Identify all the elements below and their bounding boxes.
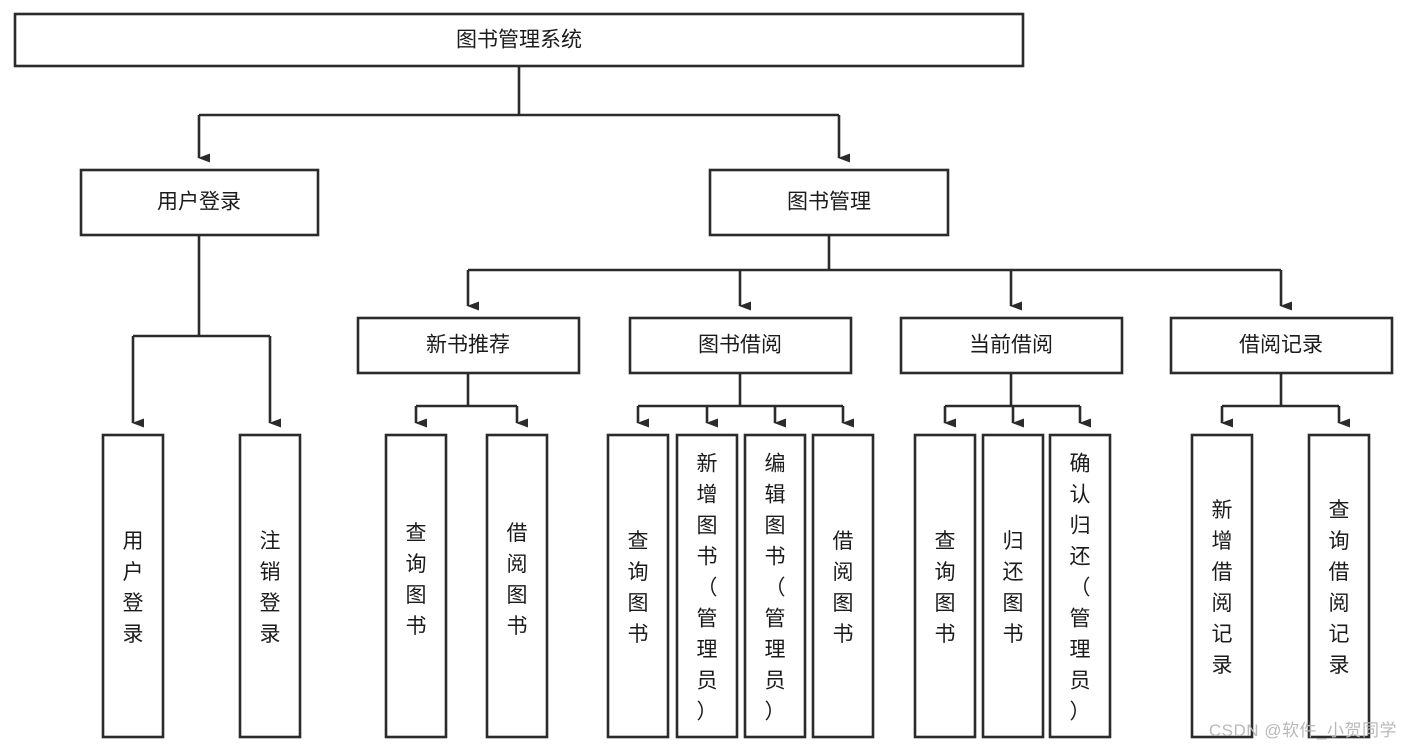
node-leaf-user-login-box[interactable] — [101, 433, 165, 739]
node-leaf-borrow-book[interactable]: 借阅图书 — [811, 433, 875, 739]
node-leaf-borrow-book-rec[interactable]: 借阅图书 — [485, 433, 549, 739]
node-user-login-box[interactable] — [79, 168, 320, 237]
node-leaf-logout-login-box[interactable] — [238, 433, 302, 739]
node-leaf-add-book[interactable]: 新增图书（管理员） — [675, 433, 739, 739]
node-root-box[interactable] — [13, 12, 1025, 68]
node-leaf-return-book-label: 归还图书 — [1003, 530, 1024, 646]
node-book-borrow-box[interactable] — [628, 316, 853, 375]
node-leaf-add-borrow-record-box[interactable] — [1190, 433, 1254, 739]
node-leaf-edit-book-label: 编辑图书（管理员） — [765, 453, 786, 724]
node-leaf-add-borrow-record-label: 新增借阅记录 — [1212, 499, 1233, 677]
node-leaf-query-book-borrow[interactable]: 查询图书 — [606, 433, 670, 739]
node-leaf-query-book-cur[interactable]: 查询图书 — [913, 433, 977, 739]
node-leaf-confirm-return-label: 确认归还（管理员） — [1070, 453, 1091, 724]
node-root[interactable]: 图书管理系统 — [13, 12, 1025, 68]
node-borrow-record-label: 借阅记录 — [1239, 334, 1323, 357]
node-leaf-user-login[interactable]: 用户登录 — [101, 433, 165, 739]
node-leaf-return-book-box[interactable] — [981, 433, 1045, 739]
node-current-borrow-box[interactable] — [899, 316, 1124, 375]
node-borrow-record[interactable]: 借阅记录 — [1169, 316, 1394, 375]
node-leaf-borrow-book-label: 借阅图书 — [833, 530, 854, 646]
node-borrow-record-box[interactable] — [1169, 316, 1394, 375]
node-leaf-query-borrow-record-label: 查询借阅记录 — [1329, 499, 1350, 677]
node-leaf-confirm-return-box[interactable] — [1048, 433, 1112, 739]
node-user-login-label: 用户登录 — [157, 191, 241, 214]
node-new-book-recommend[interactable]: 新书推荐 — [356, 316, 581, 375]
node-leaf-return-book[interactable]: 归还图书 — [981, 433, 1045, 739]
node-leaf-query-borrow-record-box[interactable] — [1307, 433, 1371, 739]
node-leaf-borrow-book-rec-label: 借阅图书 — [507, 522, 528, 638]
node-new-book-recommend-box[interactable] — [356, 316, 581, 375]
node-leaf-borrow-book-box[interactable] — [811, 433, 875, 739]
node-leaf-add-borrow-record[interactable]: 新增借阅记录 — [1190, 433, 1254, 739]
node-current-borrow-label: 当前借阅 — [969, 334, 1053, 357]
node-leaf-logout-login[interactable]: 注销登录 — [238, 433, 302, 739]
node-leaf-user-login-label: 用户登录 — [123, 530, 144, 646]
node-leaf-query-book-cur-box[interactable] — [913, 433, 977, 739]
node-leaf-confirm-return[interactable]: 确认归还（管理员） — [1048, 433, 1112, 739]
node-leaf-query-book-cur-label: 查询图书 — [935, 530, 956, 646]
node-leaf-logout-login-label: 注销登录 — [260, 530, 281, 646]
node-book-manage-box[interactable] — [708, 168, 950, 237]
node-leaf-add-book-box[interactable] — [675, 433, 739, 739]
node-new-book-recommend-label: 新书推荐 — [426, 334, 510, 357]
node-leaf-query-book-rec[interactable]: 查询图书 — [384, 433, 448, 739]
node-book-borrow-label: 图书借阅 — [698, 334, 782, 357]
node-leaf-query-book-rec-label: 查询图书 — [406, 522, 427, 638]
node-leaf-query-book-borrow-box[interactable] — [606, 433, 670, 739]
node-leaf-edit-book[interactable]: 编辑图书（管理员） — [743, 433, 807, 739]
node-leaf-query-borrow-record[interactable]: 查询借阅记录 — [1307, 433, 1371, 739]
node-root-label: 图书管理系统 — [456, 29, 582, 52]
node-current-borrow[interactable]: 当前借阅 — [899, 316, 1124, 375]
node-book-manage-label: 图书管理 — [787, 191, 871, 214]
connector-layer — [131, 66, 1350, 428]
node-leaf-query-book-rec-box[interactable] — [384, 433, 448, 739]
node-book-manage[interactable]: 图书管理 — [708, 168, 950, 237]
node-leaf-edit-book-box[interactable] — [743, 433, 807, 739]
node-user-login[interactable]: 用户登录 — [79, 168, 320, 237]
node-leaf-query-book-borrow-label: 查询图书 — [628, 530, 649, 646]
node-leaf-borrow-book-rec-box[interactable] — [485, 433, 549, 739]
node-book-borrow[interactable]: 图书借阅 — [628, 316, 853, 375]
node-leaf-add-book-label: 新增图书（管理员） — [697, 453, 718, 724]
